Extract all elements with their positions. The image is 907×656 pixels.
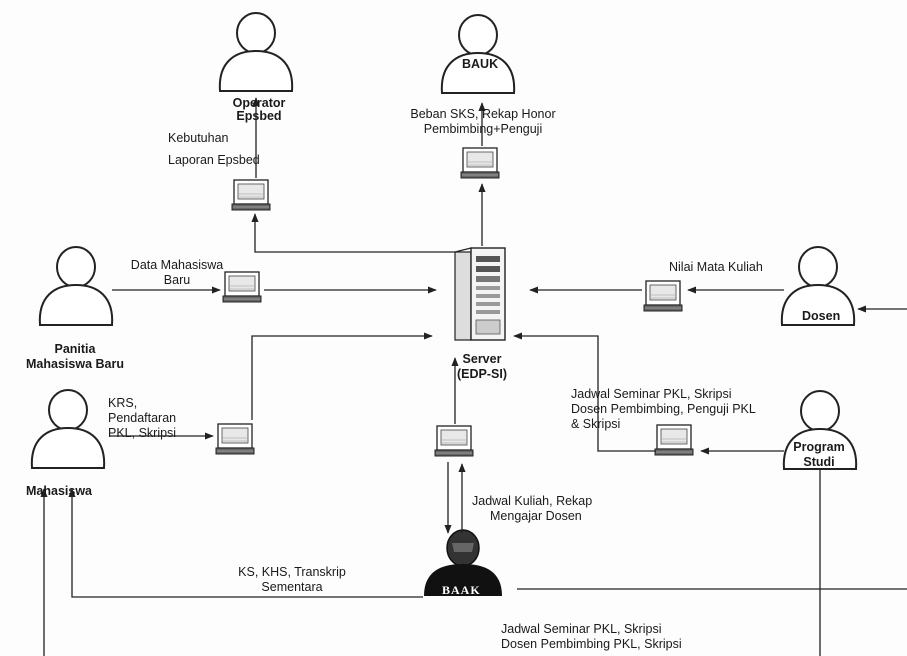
server-label: Server (EDP-SI): [457, 352, 507, 381]
pc-baak-icon: [434, 425, 474, 457]
flow-nilai-label: Nilai Mata Kuliah: [669, 260, 763, 274]
flow-maba-label: Data Mahasiswa Baru: [130, 258, 224, 287]
pc-krs-icon: [215, 423, 255, 455]
flow-khs-label: KS, KHS, Transkrip Sementara: [238, 565, 346, 594]
bauk-label: BAUK: [462, 57, 499, 71]
flow-krs-label: KRS, Pendaftaran PKL, Skripsi: [108, 396, 177, 440]
flow-bauk-label: Beban SKS, Rekap Honor Pembimbing+Penguj…: [410, 107, 556, 136]
pc-epsbed-icon: [231, 179, 271, 211]
flow-jadwal-prodi-label: Jadwal Seminar PKL, Skripsi Dosen Pembim…: [571, 387, 756, 431]
panitia-actor: [38, 246, 114, 326]
dosen-label: Dosen: [802, 309, 841, 323]
flow-jadwal-kuliah-label: Jadwal Kuliah, Rekap Mengajar Dosen: [472, 494, 593, 523]
connectors: [40, 97, 907, 656]
pc-dosen-icon: [643, 280, 683, 312]
flow-epsbed-label: Kebutuhan Laporan Epsbed: [168, 131, 260, 167]
pc-bauk-icon: [460, 147, 500, 179]
program-studi-label: Program Studi: [793, 440, 845, 469]
operator-epsbed-actor: [218, 12, 294, 92]
flow-jadwal-bottom-label: Jadwal Seminar PKL, Skripsi Dosen Pembim…: [501, 622, 682, 651]
panitia-label: Panitia Mahasiswa Baru: [26, 342, 124, 371]
mahasiswa-actor: [30, 389, 106, 469]
server-icon: [454, 247, 506, 341]
baak-label: BAAK: [442, 583, 481, 597]
operator-epsbed-label: Operator Epsbed: [232, 96, 286, 123]
mahasiswa-label: Mahasiswa: [26, 484, 93, 498]
baak-actor: [424, 529, 502, 596]
bauk-actor: [440, 14, 516, 94]
